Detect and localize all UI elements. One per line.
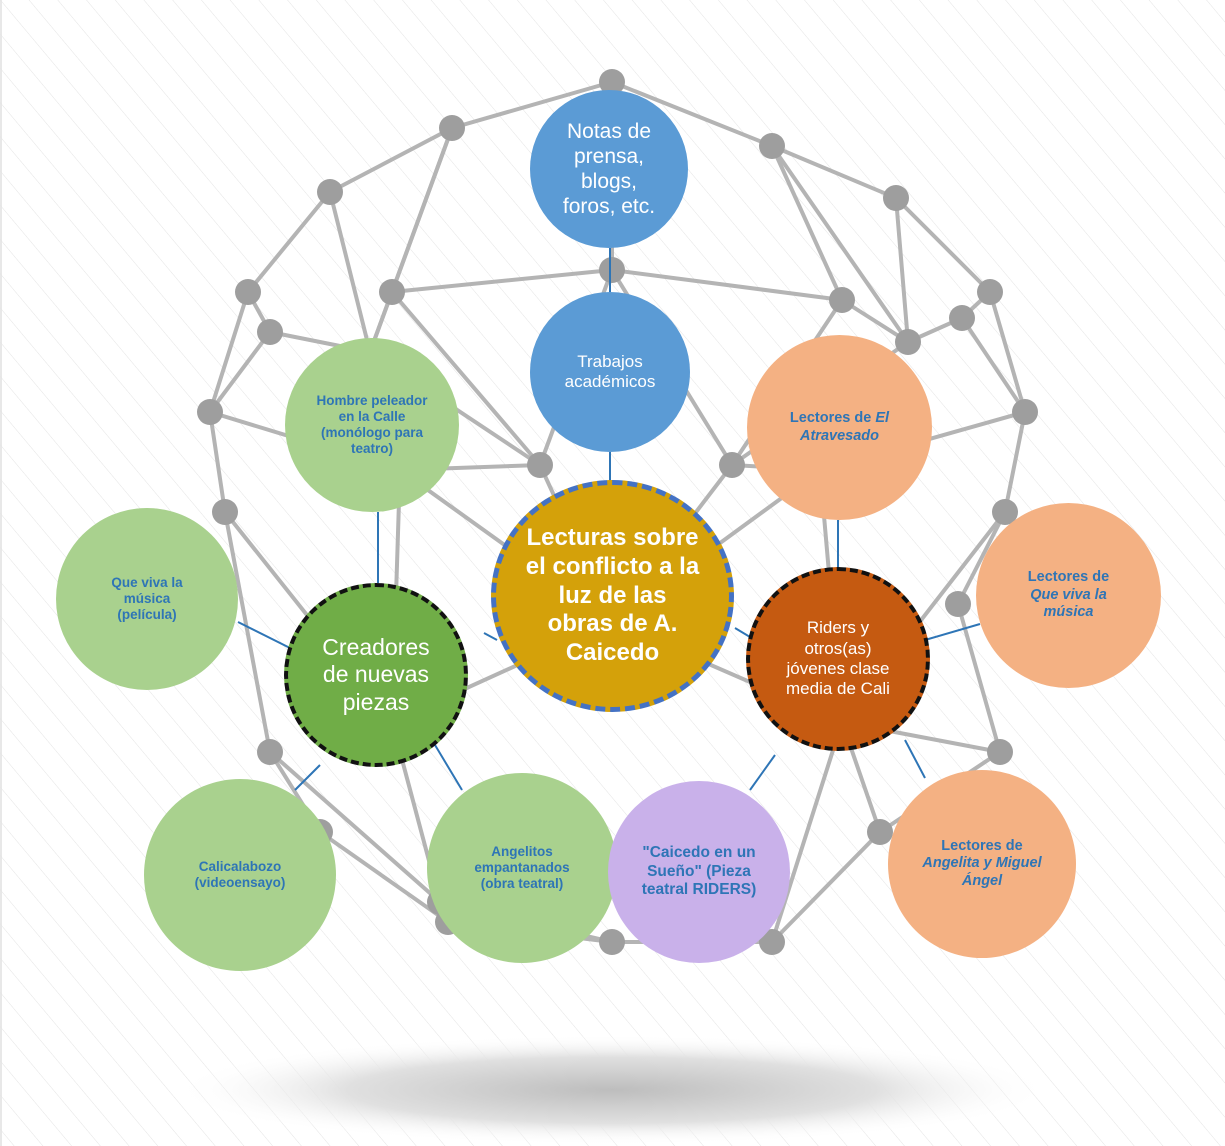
node-lectores-atravesado: Lectores de El Atravesado	[747, 335, 932, 520]
network-node	[719, 452, 745, 478]
network-edge	[960, 316, 1027, 414]
network-node	[197, 399, 223, 425]
network-edge	[770, 144, 844, 302]
node-press-notes-label: Notas de prensa, blogs, foros, etc.	[562, 119, 656, 219]
connector-line	[483, 632, 498, 641]
network-node	[945, 591, 971, 617]
network-edge	[390, 290, 542, 467]
node-que-viva-pelicula-label: Que viva la música (película)	[111, 574, 183, 623]
network-edge	[246, 190, 332, 294]
network-node	[1012, 399, 1038, 425]
network-node	[257, 739, 283, 765]
connector-line	[434, 744, 463, 791]
network-edge	[770, 144, 898, 200]
node-press-notes: Notas de prensa, blogs, foros, etc.	[530, 90, 688, 248]
network-edge	[1003, 410, 1027, 514]
node-riders-hub-label: Riders y otros(as) jóvenes clase media d…	[786, 618, 890, 699]
network-edge	[390, 268, 614, 294]
network-node	[212, 499, 238, 525]
reader-prefix: Lectores de	[941, 837, 1023, 854]
network-node	[977, 279, 1003, 305]
network-node	[759, 133, 785, 159]
node-lectores-atravesado-label: Lectores de El Atravesado	[747, 410, 932, 445]
network-edge	[208, 410, 227, 514]
network-edge	[450, 80, 614, 130]
reader-book-title: Angelita y Miguel Ángel	[922, 855, 1042, 889]
network-edge	[894, 196, 992, 294]
node-lectores-angelita-label: Lectores de Angelita y Miguel Ángel	[888, 838, 1076, 890]
node-riders-hub: Riders y otros(as) jóvenes clase media d…	[746, 567, 930, 751]
network-edge	[770, 830, 882, 944]
node-creators-hub-label: Creadores de nuevas piezas	[322, 633, 430, 715]
network-node	[759, 929, 785, 955]
network-node	[235, 279, 261, 305]
network-node	[829, 287, 855, 313]
network-node	[527, 452, 553, 478]
connector-line	[749, 754, 776, 791]
network-node	[949, 305, 975, 331]
node-academic-works-label: Trabajos académicos	[564, 351, 656, 391]
network-node	[895, 329, 921, 355]
node-caicedo-en-un-sueno-label: "Caicedo en un Sueño" (Pieza teatral RID…	[641, 844, 757, 899]
reader-book-title: Que viva la música	[1030, 586, 1107, 621]
network-edge	[268, 750, 442, 904]
network-edge	[610, 80, 774, 148]
network-edge	[988, 290, 1027, 414]
network-node	[599, 257, 625, 283]
network-node	[439, 115, 465, 141]
network-edge	[328, 126, 454, 194]
node-calicalabozo: Calicalabozo (videoensayo)	[144, 779, 336, 971]
network-node	[599, 929, 625, 955]
floor-shadow	[172, 1035, 1052, 1145]
network-edge	[223, 510, 272, 754]
node-que-viva-pelicula: Que viva la música (película)	[56, 508, 238, 690]
network-node	[257, 319, 283, 345]
network-node	[992, 499, 1018, 525]
network-node	[867, 819, 893, 845]
node-angelitos-label: Angelitos empantanados (obra teatral)	[474, 843, 570, 892]
network-node	[987, 739, 1013, 765]
node-center-readings: Lecturas sobre el conflicto a la luz de …	[491, 480, 734, 712]
node-lectores-que-viva: Lectores de Que viva la música	[976, 503, 1161, 688]
network-edge	[208, 330, 272, 414]
node-caicedo-en-un-sueno: "Caicedo en un Sueño" (Pieza teatral RID…	[608, 781, 790, 963]
reader-book-title: El Atravesado	[800, 410, 890, 444]
network-node	[379, 279, 405, 305]
connector-line	[294, 764, 321, 791]
node-creators-hub: Creadores de nuevas piezas	[284, 583, 468, 767]
network-edge	[328, 190, 372, 354]
node-hombre-peleador: Hombre peleador en la Calle (monólogo pa…	[285, 338, 459, 512]
connector-line	[904, 739, 926, 779]
reader-prefix: Lectores de	[1027, 569, 1110, 586]
node-hombre-peleador-label: Hombre peleador en la Calle (monólogo pa…	[316, 392, 428, 457]
network-edge	[208, 290, 250, 414]
network-edge	[770, 144, 910, 344]
network-edge	[318, 830, 450, 924]
node-academic-works: Trabajos académicos	[530, 292, 690, 452]
connector-line	[924, 623, 981, 641]
network-edge	[840, 298, 910, 344]
node-lectores-angelita: Lectores de Angelita y Miguel Ángel	[888, 770, 1076, 958]
node-angelitos: Angelitos empantanados (obra teatral)	[427, 773, 617, 963]
network-edge	[894, 196, 910, 344]
node-lectores-que-viva-label: Lectores de Que viva la música	[976, 569, 1161, 621]
node-center-label: Lecturas sobre el conflicto a la luz de …	[525, 524, 700, 667]
network-edge	[610, 268, 844, 302]
network-node	[599, 69, 625, 95]
network-node	[317, 179, 343, 205]
network-node	[883, 185, 909, 211]
network-edge	[368, 126, 454, 354]
connector-line	[237, 621, 291, 649]
network-edge	[956, 510, 1007, 606]
node-calicalabozo-label: Calicalabozo (videoensayo)	[194, 858, 286, 890]
reader-prefix: Lectores de	[789, 410, 872, 427]
